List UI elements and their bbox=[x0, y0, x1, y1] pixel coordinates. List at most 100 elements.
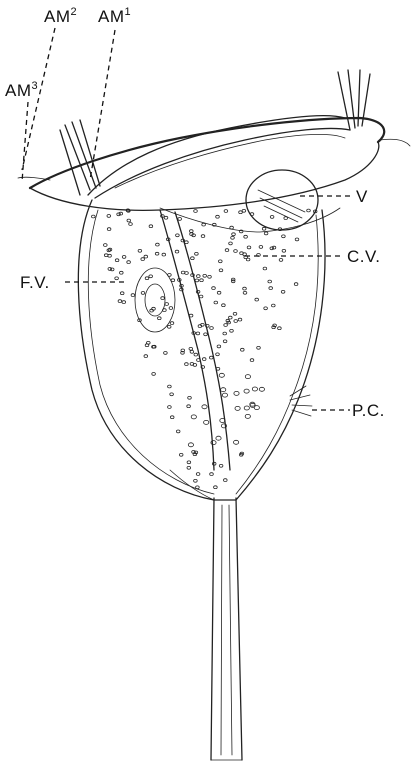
granule bbox=[176, 430, 180, 433]
granule bbox=[245, 414, 250, 418]
granule bbox=[188, 443, 193, 447]
granule bbox=[170, 416, 174, 419]
granule bbox=[270, 216, 274, 219]
granule bbox=[169, 307, 173, 310]
granule bbox=[216, 436, 221, 440]
granule bbox=[219, 269, 223, 272]
granule bbox=[282, 249, 286, 252]
granule bbox=[120, 292, 124, 295]
granule bbox=[199, 295, 203, 298]
granule bbox=[234, 440, 239, 444]
granule bbox=[217, 291, 221, 294]
granule bbox=[107, 228, 111, 231]
granule bbox=[226, 319, 230, 322]
granule bbox=[162, 253, 166, 256]
granule bbox=[120, 271, 124, 274]
granule bbox=[149, 225, 153, 228]
granule bbox=[156, 243, 160, 246]
granule bbox=[204, 333, 208, 336]
stalk bbox=[211, 498, 242, 760]
label-am3: AM3 bbox=[5, 80, 38, 100]
label-cv: C.V. bbox=[347, 247, 381, 266]
granule bbox=[229, 316, 233, 319]
granule bbox=[235, 406, 240, 410]
granule bbox=[233, 312, 237, 315]
granule bbox=[210, 473, 214, 476]
granule bbox=[244, 235, 248, 238]
granule bbox=[178, 218, 182, 221]
granule bbox=[188, 396, 192, 399]
granule bbox=[170, 393, 174, 396]
granule bbox=[234, 391, 239, 395]
granule bbox=[92, 215, 96, 218]
granule bbox=[118, 300, 122, 303]
granule bbox=[217, 345, 221, 348]
granule bbox=[187, 405, 191, 408]
granule bbox=[222, 393, 227, 397]
granule bbox=[214, 486, 218, 489]
granule bbox=[185, 363, 189, 366]
granule bbox=[278, 327, 282, 330]
granule bbox=[194, 210, 198, 213]
granule bbox=[238, 318, 242, 321]
granule bbox=[247, 246, 251, 249]
granule bbox=[122, 301, 126, 304]
granule bbox=[195, 252, 199, 255]
granule bbox=[252, 387, 257, 391]
granule bbox=[164, 216, 168, 219]
label-pc: P.C. bbox=[352, 401, 385, 420]
granule bbox=[225, 249, 229, 252]
granule bbox=[127, 219, 131, 222]
granule bbox=[224, 479, 228, 482]
granule bbox=[197, 275, 201, 278]
granule bbox=[284, 217, 288, 220]
granule bbox=[221, 388, 226, 392]
label-v: V bbox=[356, 187, 368, 206]
granule bbox=[259, 246, 263, 249]
cytoplasm-granules bbox=[92, 209, 318, 489]
granule bbox=[232, 233, 236, 236]
cell-body bbox=[78, 200, 325, 500]
granule bbox=[219, 373, 224, 377]
contractile-vacuole bbox=[246, 170, 318, 230]
granule bbox=[264, 232, 268, 235]
granule bbox=[245, 375, 250, 379]
granule bbox=[229, 242, 233, 245]
granule bbox=[115, 259, 119, 262]
granule bbox=[104, 244, 108, 247]
granule bbox=[141, 258, 145, 261]
granule bbox=[295, 238, 299, 241]
granule bbox=[127, 261, 131, 264]
granule bbox=[210, 356, 214, 359]
granule bbox=[282, 235, 286, 238]
granule bbox=[246, 258, 250, 261]
granule bbox=[230, 329, 234, 332]
granule bbox=[268, 280, 272, 283]
granule bbox=[257, 346, 261, 349]
label-am2: AM2 bbox=[44, 6, 77, 26]
granule bbox=[219, 260, 223, 263]
granule bbox=[227, 321, 231, 324]
granule bbox=[168, 406, 172, 409]
granule bbox=[161, 297, 165, 300]
granule bbox=[194, 479, 198, 482]
granule bbox=[191, 415, 196, 419]
granule bbox=[262, 227, 266, 230]
granule bbox=[243, 287, 247, 290]
granule bbox=[231, 236, 235, 239]
granule bbox=[149, 275, 153, 278]
peristome-disc bbox=[18, 116, 410, 232]
granule bbox=[255, 298, 259, 301]
granule bbox=[242, 209, 246, 212]
granule bbox=[202, 358, 206, 361]
granule bbox=[203, 274, 207, 277]
granule bbox=[196, 332, 200, 335]
granule bbox=[189, 314, 193, 317]
granule bbox=[107, 215, 111, 218]
granule bbox=[216, 353, 220, 356]
granule bbox=[243, 291, 247, 294]
granule bbox=[189, 347, 193, 350]
granule bbox=[244, 389, 249, 393]
granule bbox=[175, 250, 179, 253]
